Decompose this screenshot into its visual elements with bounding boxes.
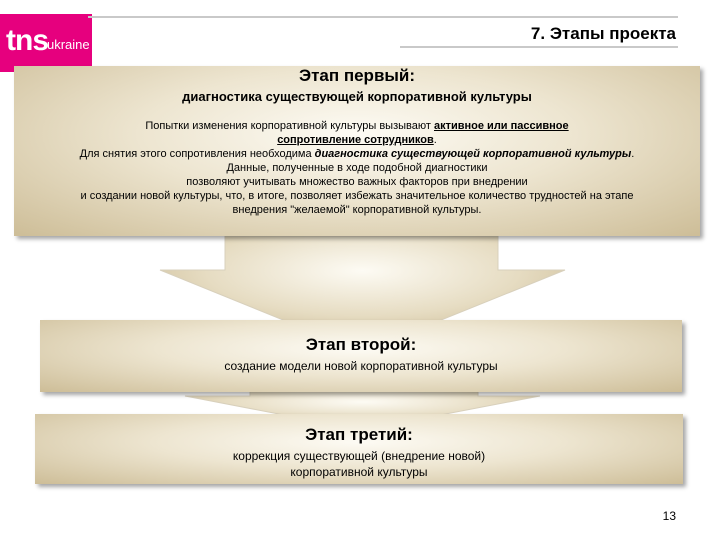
desc-line-2: сопротивление сотрудников. (277, 134, 437, 146)
title-divider (400, 46, 678, 48)
tns-ukraine-logo: tns ukraine (0, 14, 92, 72)
stage-three-subtitle-2: корпоративной культуры (290, 465, 428, 479)
stage-two-title: Этап второй: (305, 335, 417, 354)
stage-one-subtitle: диагностика существующей корпоративной к… (182, 89, 532, 104)
top-divider (88, 16, 678, 18)
stage-three-title: Этап третий: (305, 425, 413, 444)
stage-three-subtitle-1: коррекция существующей (внедрение новой) (232, 449, 486, 463)
logo-sub: ukraine (47, 37, 90, 52)
stage-three-box: Этап третий: коррекция существующей (вне… (35, 414, 683, 484)
stage-one-box: Этап первый: диагностика существующей ко… (14, 66, 700, 236)
stage-one-title: Этап первый: (298, 66, 416, 85)
desc-line-7: внедрения "желаемой" корпоративной культ… (232, 204, 482, 216)
desc-line-3: Для снятия этого сопротивления необходим… (79, 148, 635, 160)
page-number: 13 (662, 509, 676, 523)
stage-two-subtitle: создание модели новой корпоративной куль… (224, 359, 498, 373)
desc-line-1: Попытки изменения корпоративной культуры… (145, 120, 569, 132)
stage-one-description: Попытки изменения корпоративной культуры… (14, 119, 700, 217)
slide-title: 7. Этапы проекта (530, 24, 676, 43)
desc-line-6: и создании новой культуры, что, в итоге,… (80, 190, 634, 202)
stage-two-box: Этап второй: создание модели новой корпо… (40, 320, 682, 392)
desc-line-5: позволяют учитывать множество важных фак… (186, 176, 528, 188)
desc-line-4: Данные, полученные в ходе подобной диагн… (226, 162, 488, 174)
logo-brand: tns (6, 24, 49, 57)
